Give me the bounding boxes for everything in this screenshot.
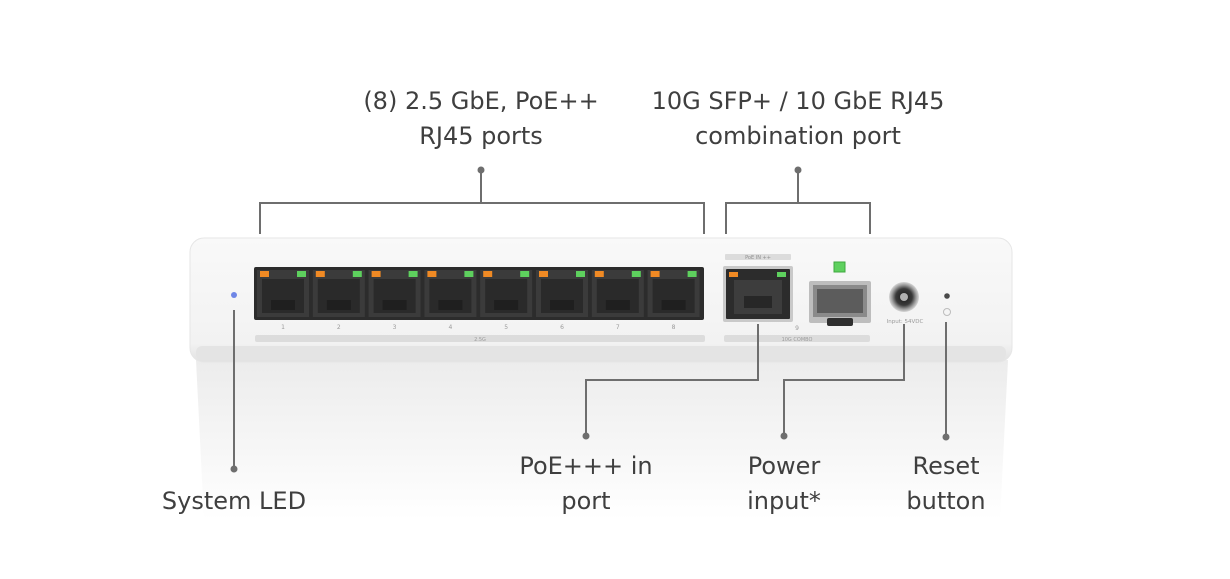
callout-dots (230, 166, 950, 473)
port-5-label: 5 (504, 324, 508, 331)
port-8-amber-led (650, 271, 660, 277)
combo-port-label: 10G SFP+ / 10 GbE RJ45 combination port (651, 87, 945, 150)
power-rating-label: Input: 54VDC (887, 319, 924, 325)
rj45-port-4: 4 (424, 270, 477, 331)
rj45-port-block (254, 267, 704, 320)
poe-in-port-label: PoE+++ in port (519, 452, 653, 515)
port-4-label: 4 (448, 324, 452, 331)
port-group-bar (255, 335, 705, 342)
rj45-port-3: 3 (368, 270, 421, 331)
rj45-ports-label: (8) 2.5 GbE, PoE++ RJ45 ports (363, 87, 599, 150)
reset-button (943, 293, 951, 316)
port-2-green-led (352, 271, 362, 277)
port-6-label: 6 (560, 324, 564, 331)
rj45-port-7: 7 (591, 270, 644, 331)
port-3-green-led (408, 271, 418, 277)
port-6-green-led (576, 271, 585, 277)
port-group-bar-label: 2.5G (474, 337, 486, 343)
port-2-label: 2 (337, 324, 341, 331)
power-jack: Input: 54VDC (887, 282, 924, 325)
system-led (231, 292, 237, 298)
port-9-green-led (777, 272, 786, 277)
uplink-port-label: 9 (795, 325, 799, 332)
rj45-ports: 1 2 3 4 5 6 7 8 (257, 270, 700, 331)
port-9-amber-led (729, 272, 738, 277)
sfp-status-led (833, 261, 846, 273)
port-2-amber-led (315, 271, 325, 277)
rj45-port-2: 2 (312, 270, 365, 331)
port-3-amber-led (371, 271, 381, 277)
port-7-label: 7 (616, 324, 620, 331)
port-4-amber-led (427, 271, 437, 277)
rj45-port-5: 5 (480, 270, 533, 331)
port-5-green-led (520, 271, 530, 277)
port-5-amber-led (483, 271, 493, 277)
poe-in-tag: PoE IN ++ (745, 255, 771, 261)
poe-in-port: PoE IN ++ 9 (723, 254, 799, 332)
device-reflection (196, 360, 1008, 520)
port-1-green-led (297, 271, 306, 277)
port-8-green-led (687, 271, 697, 277)
rj45-port-1: 1 (257, 270, 309, 331)
port-7-amber-led (594, 271, 604, 277)
port-4-green-led (464, 271, 474, 277)
power-input-label: Power input* (747, 452, 821, 515)
combo-bar (724, 335, 870, 342)
rj45-port-8: 8 (647, 270, 700, 331)
callout-lines (233, 170, 947, 466)
port-1-amber-led (260, 271, 269, 277)
system-led-label: System LED (161, 487, 307, 515)
port-8-label: 8 (672, 324, 676, 331)
rj45-port-6: 6 (536, 270, 588, 331)
port-6-amber-led (539, 271, 548, 277)
combo-bar-label: 10G COMBO (782, 337, 813, 343)
reset-button-label: Reset button (906, 452, 986, 515)
sfp-port (809, 261, 871, 326)
port-3-label: 3 (393, 324, 397, 331)
port-7-green-led (631, 271, 641, 277)
port-1-label: 1 (281, 324, 285, 331)
